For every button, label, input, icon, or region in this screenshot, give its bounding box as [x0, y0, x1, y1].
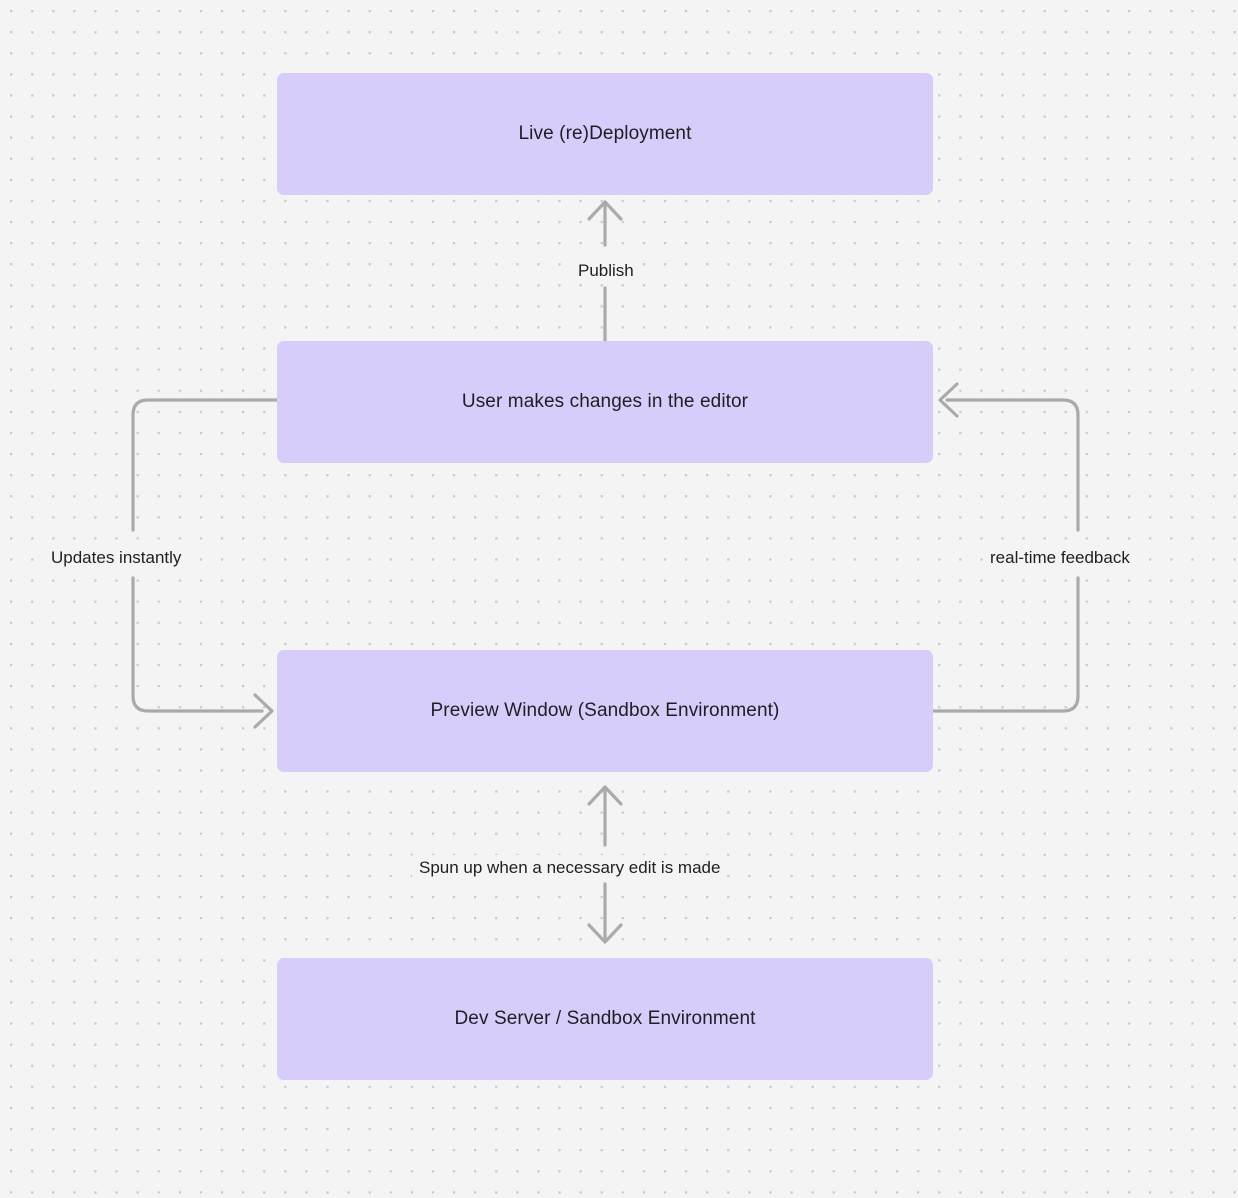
edge-label-spun-up: Spun up when a necessary edit is made [412, 855, 728, 881]
edge-updates-upper-segment [131, 398, 279, 532]
edge-label-publish: Publish [571, 258, 641, 284]
edge-label-updates-instantly: Updates instantly [44, 545, 189, 571]
edge-realtime-upper-segment [945, 398, 1080, 532]
edge-updates-arrowhead [253, 693, 274, 729]
edge-updates-lower-segment [131, 576, 264, 713]
node-preview-window-label: Preview Window (Sandbox Environment) [430, 699, 780, 721]
edge-spun-arrowhead-down [587, 923, 623, 944]
node-user-makes-changes[interactable]: User makes changes in the editor [277, 341, 933, 463]
edge-publish-arrowhead [587, 200, 623, 221]
node-live-redeployment-label: Live (re)Deployment [518, 122, 692, 144]
edge-label-real-time-feedback: real-time feedback [983, 545, 1137, 571]
node-user-makes-changes-label: User makes changes in the editor [461, 390, 749, 412]
node-dev-server[interactable]: Dev Server / Sandbox Environment [277, 958, 933, 1080]
edge-realtime-arrowhead [938, 382, 959, 418]
edge-realtime-lower-segment [931, 576, 1080, 713]
edge-spun-arrowhead-up [587, 785, 623, 806]
node-preview-window[interactable]: Preview Window (Sandbox Environment) [277, 650, 933, 772]
node-dev-server-label: Dev Server / Sandbox Environment [454, 1007, 756, 1029]
node-live-redeployment[interactable]: Live (re)Deployment [277, 73, 933, 195]
